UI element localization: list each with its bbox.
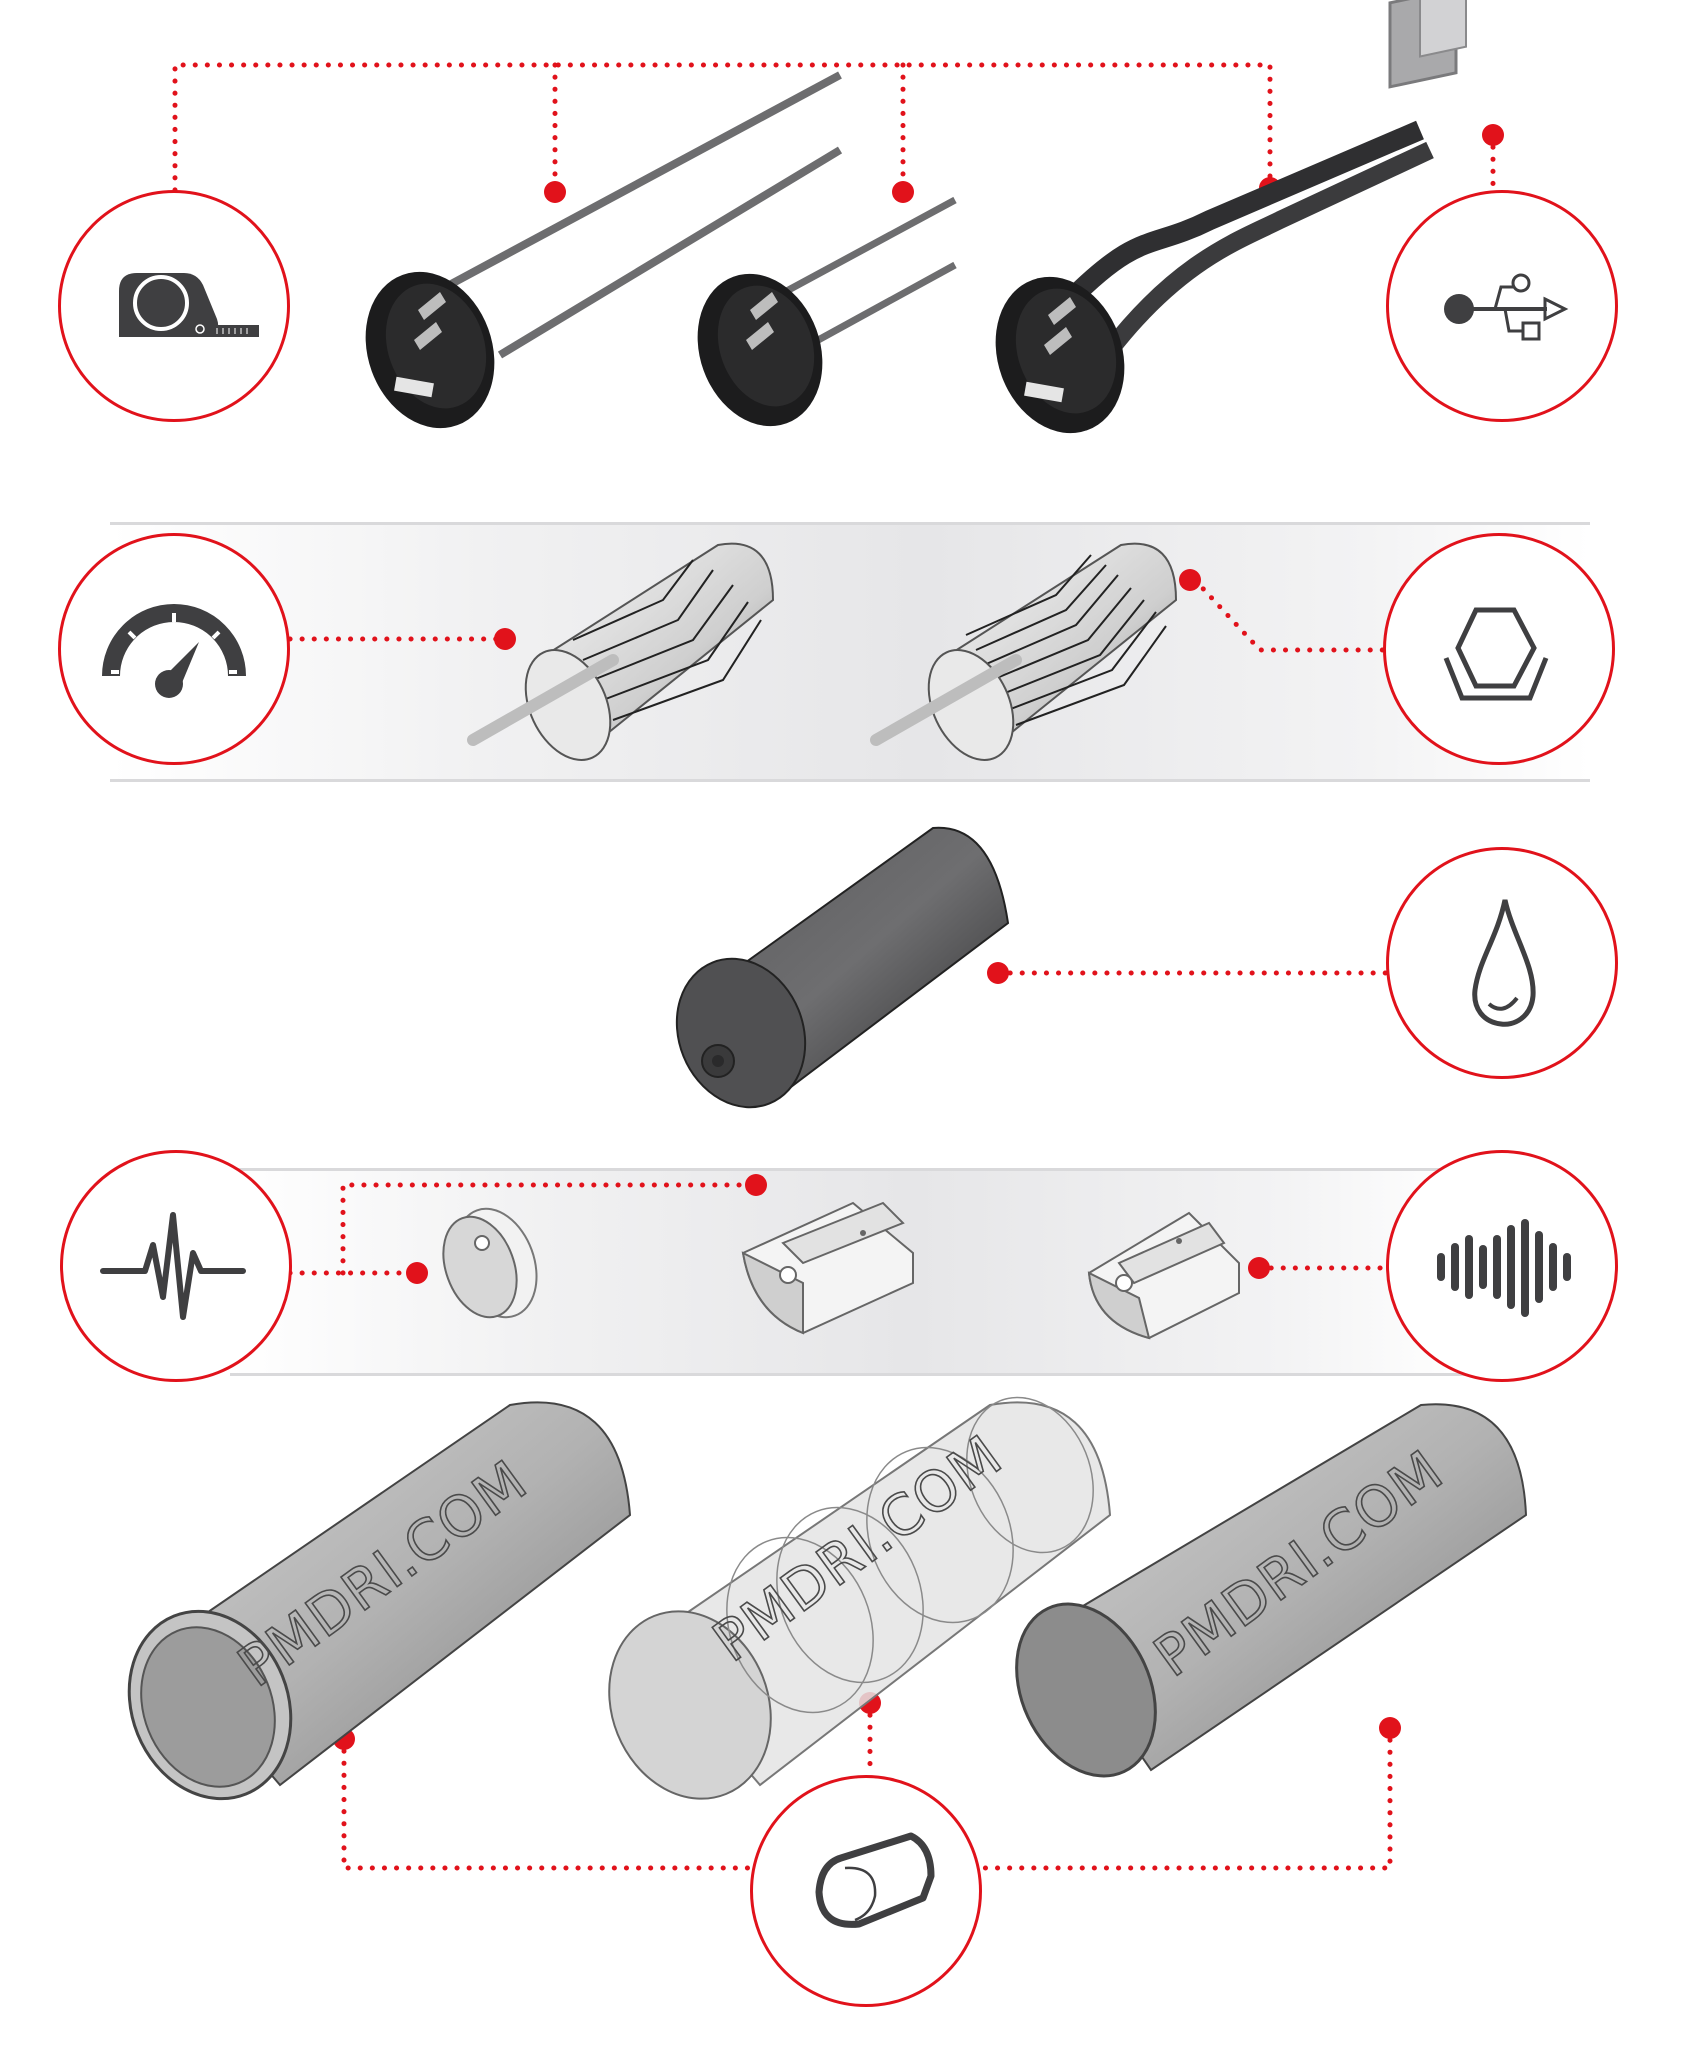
signal-feature-circle (60, 1150, 292, 1382)
pulse-icon (100, 1212, 246, 1320)
long-pin-sensor (350, 70, 850, 429)
wound-coil-rotor-b (866, 540, 1186, 761)
transparent-tube: PMDRI.COM (600, 1395, 1120, 1800)
audio-feature-circle (1386, 1150, 1618, 1382)
row-2-band (110, 522, 1590, 782)
water-drop-icon (1472, 899, 1536, 1027)
shape-feature-circle (1383, 533, 1615, 765)
small-mount-bracket (1079, 1203, 1244, 1343)
usb-icon (1444, 273, 1569, 341)
speed-feature-circle (58, 533, 290, 765)
cable-connector-sensor (980, 0, 1500, 434)
large-mount-bracket (733, 1193, 918, 1335)
tape-measure-icon (119, 273, 259, 337)
sound-wave-icon (1437, 1219, 1571, 1317)
sealed-feature-circle (1386, 847, 1618, 1079)
cylinder-icon (815, 1832, 935, 1928)
black-cylinder-housing (663, 823, 1023, 1109)
speedometer-icon (102, 604, 246, 698)
tube-feature-circle (750, 1775, 982, 2007)
hollow-tube: PMDRI.COM (120, 1395, 640, 1801)
round-magnet-disc (436, 1205, 546, 1325)
wound-coil-rotor-a (463, 540, 783, 761)
short-pin-sensor (690, 190, 970, 430)
solid-rod: PMDRI.COM (1011, 1395, 1531, 1778)
hexagon-icon (1443, 607, 1549, 701)
connector-feature-circle (1386, 190, 1618, 422)
length-feature-circle (58, 190, 290, 422)
